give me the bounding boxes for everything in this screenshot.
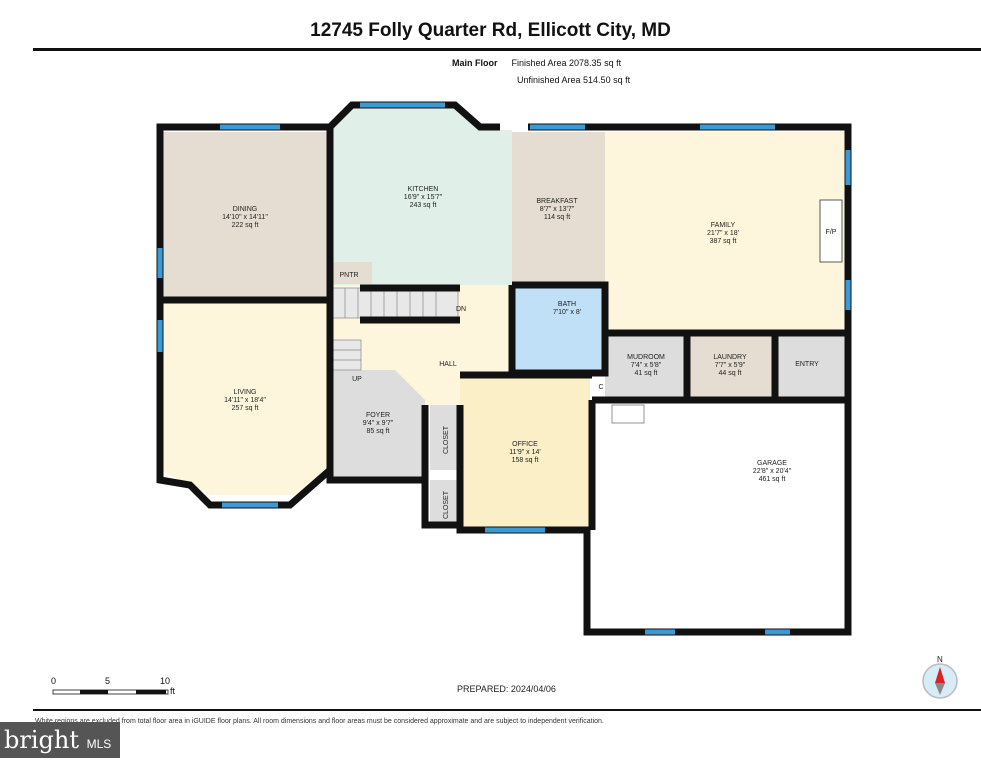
page-title: 12745 Folly Quarter Rd, Ellicott City, M… — [310, 20, 671, 41]
foyer-name: FOYER — [366, 412, 390, 419]
room-dining — [160, 132, 330, 300]
foyer-dim: 9'4" x 9'7" — [363, 420, 394, 427]
room-laundry — [687, 333, 775, 400]
bath-name: BATH — [558, 301, 576, 308]
room-pntr — [332, 262, 372, 284]
breakfast-dim: 8'7" x 13'7" — [540, 206, 575, 213]
floor-name: Main Floor — [452, 58, 498, 68]
room-breakfast — [512, 132, 605, 285]
kitchen-dim: 16'9" x 15'7" — [404, 194, 443, 201]
garage-area: 461 sq ft — [759, 476, 786, 483]
office-dim: 11'9" x 14' — [509, 449, 541, 456]
scale-bar — [52, 689, 169, 695]
office-area: 158 sq ft — [512, 457, 539, 464]
scale-unit: ft — [170, 686, 176, 696]
room-closet — [430, 405, 460, 470]
divider — [33, 48, 981, 51]
stairs — [332, 287, 459, 371]
breakfast-area: 114 sq ft — [544, 214, 570, 221]
bright-mls-logo: bright MLS — [0, 722, 120, 758]
kitchen-area: 243 sq ft — [410, 202, 437, 209]
dining-area: 222 sq ft — [232, 222, 259, 229]
fireplace-label: F/P — [826, 229, 837, 236]
room-closet-2 — [430, 480, 460, 525]
hall-name: HALL — [439, 361, 457, 368]
office-name: OFFICE — [512, 441, 538, 448]
dining-dim: 14'10" x 14'11" — [222, 214, 268, 221]
stairs-up-label: UP — [352, 376, 362, 383]
laundry-name: LAUNDRY — [713, 354, 747, 361]
room-labels: DINING 14'10" x 14'11" 222 sq ft KITCHEN… — [222, 186, 819, 519]
footer-divider — [33, 709, 981, 711]
mudroom-dim: 7'4" x 5'8" — [631, 362, 662, 369]
compass-north: N — [937, 655, 943, 664]
closet-label: CLOSET — [443, 425, 450, 454]
scale-10: 10 — [160, 676, 171, 686]
mudroom-name: MUDROOM — [627, 354, 665, 361]
stairs-down-label: DN — [456, 306, 466, 313]
closet-2-label: CLOSET — [443, 490, 450, 519]
unfinished-area: Unfinished Area 514.50 sq ft — [517, 75, 631, 85]
room-family — [605, 132, 845, 333]
room-bath — [512, 285, 605, 373]
living-name: LIVING — [234, 389, 257, 396]
scale-5: 5 — [105, 676, 111, 686]
floor-info: Main Floor Finished Area 2078.35 sq ft — [452, 58, 621, 68]
living-dim: 14'11" x 18'4" — [224, 397, 266, 404]
compass-icon: N — [922, 655, 958, 699]
logo-suffix: MLS — [86, 737, 112, 751]
entry-name: ENTRY — [795, 361, 819, 368]
bath-dim: 7'10" x 8' — [553, 309, 581, 316]
room-kitchen — [330, 108, 512, 285]
disclaimer: White regions are excluded from total fl… — [35, 718, 604, 725]
mudroom-area: 41 sq ft — [635, 370, 658, 377]
family-dim: 21'7" x 18' — [707, 230, 739, 237]
foyer-area: 85 sq ft — [367, 428, 390, 435]
logo-brand: bright — [4, 726, 79, 754]
pantry-label: PNTR — [339, 272, 358, 279]
laundry-area: 44 sq ft — [719, 370, 742, 377]
breakfast-name: BREAKFAST — [536, 198, 578, 205]
room-entry — [775, 333, 845, 400]
garage-stair — [611, 404, 645, 424]
garage-dim: 22'8" x 20'4" — [753, 468, 792, 475]
kitchen-name: KITCHEN — [408, 186, 439, 193]
closet-c-label: C — [598, 384, 603, 391]
room-living — [160, 300, 330, 495]
room-mudroom — [605, 333, 687, 400]
laundry-dim: 7'7" x 5'9" — [715, 362, 746, 369]
room-foyer — [330, 370, 425, 480]
prepared-date: PREPARED: 2024/04/06 — [457, 684, 556, 694]
living-area: 257 sq ft — [232, 405, 259, 412]
fireplace — [819, 199, 843, 263]
room-office — [460, 375, 590, 530]
room-garage — [595, 400, 847, 630]
garage-name: GARAGE — [757, 460, 787, 467]
finished-area: Finished Area 2078.35 sq ft — [511, 58, 622, 68]
family-area: 387 sq ft — [710, 238, 737, 245]
family-name: FAMILY — [711, 222, 736, 229]
dining-name: DINING — [233, 206, 258, 213]
scale-0: 0 — [51, 676, 57, 686]
windows — [157, 102, 851, 635]
